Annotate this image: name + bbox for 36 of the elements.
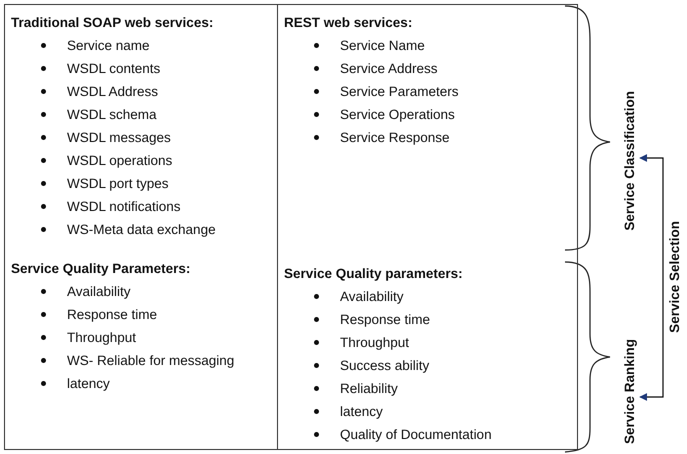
list-item: Throughput [11, 326, 273, 349]
list-item: WSDL notifications [11, 195, 273, 218]
section-heading: Service Quality parameters: [284, 265, 464, 283]
list-item: Response time [284, 308, 573, 331]
table-cell [278, 4, 578, 450]
section-heading: Service Quality Parameters: [11, 260, 192, 278]
list-item: Service Operations [284, 103, 573, 126]
section-heading: Traditional SOAP web services: [11, 14, 214, 32]
stage-label: Service Ranking [622, 339, 636, 445]
list-item: Response time [11, 303, 273, 326]
edge-label: Service Selection [666, 220, 682, 332]
arrow [639, 154, 664, 401]
list-item: Service Address [284, 57, 573, 80]
list-item: WS-Meta data exchange [11, 218, 273, 241]
list-item: Service Response [284, 126, 573, 149]
list-item: WSDL port types [11, 172, 273, 195]
list-item: Throughput [284, 331, 573, 354]
list-item: latency [11, 372, 273, 395]
list-item: WSDL messages [11, 126, 273, 149]
list-item: WS- Reliable for messaging [11, 349, 273, 372]
list-item: Availability [284, 285, 573, 308]
list-item: Service Name [284, 34, 573, 57]
list-item: Quality of Documentation [284, 423, 573, 446]
list-item: Availability [11, 280, 273, 303]
table-cell [4, 4, 278, 450]
list-item: latency [284, 400, 573, 423]
list-item: Reliability [284, 377, 573, 400]
list-item: Success ability [284, 354, 573, 377]
list-item: WSDL operations [11, 149, 273, 172]
section-heading: REST web services: [284, 14, 414, 32]
stage-label: Service Classification [622, 91, 636, 231]
list-item: Service name [11, 34, 273, 57]
list-item: WSDL Address [11, 80, 273, 103]
list-item: WSDL schema [11, 103, 273, 126]
list-item: Service Parameters [284, 80, 573, 103]
list-item: WSDL contents [11, 57, 273, 80]
